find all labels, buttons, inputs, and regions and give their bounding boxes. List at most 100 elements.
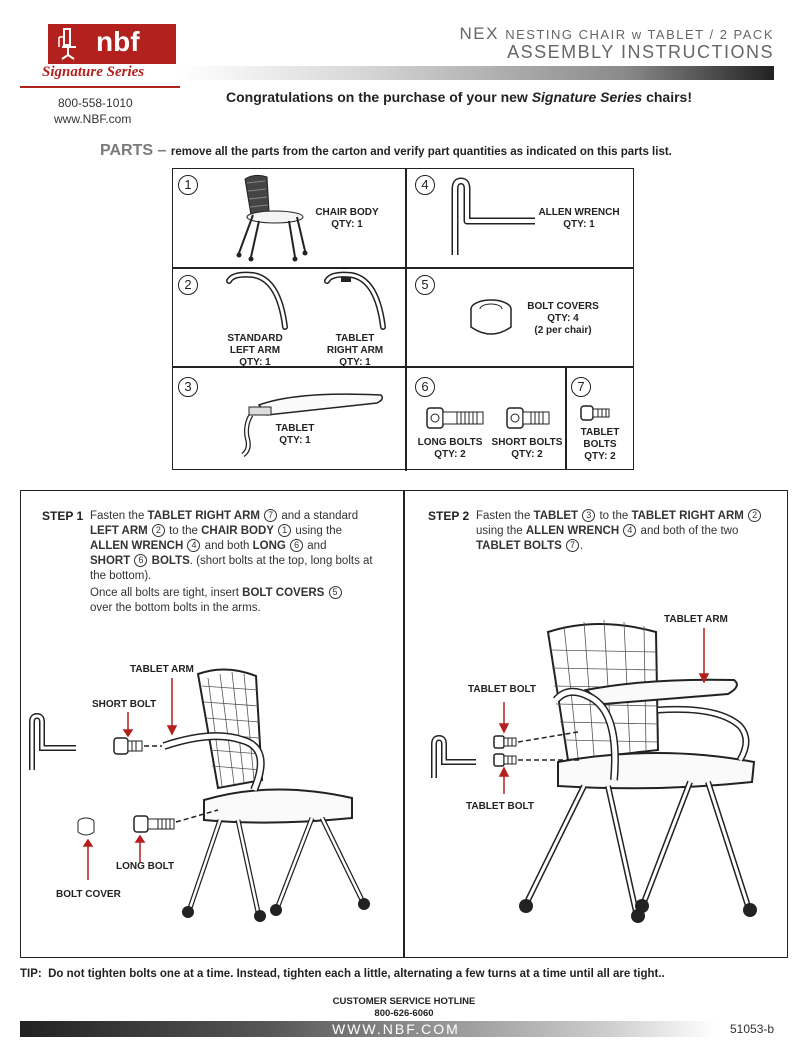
chair-logo-icon [58, 28, 76, 60]
congrats-text-after: chairs! [642, 89, 693, 105]
s2-c3: 4 [623, 524, 637, 537]
parts-dash: – [157, 142, 167, 159]
bolt-cover-icon [470, 299, 512, 335]
s1-b1: TABLET RIGHT ARM [147, 510, 260, 522]
header-website: www.NBF.com [54, 112, 132, 126]
s2-b1: TABLET [533, 510, 579, 522]
s2-t2: to the [596, 510, 632, 522]
step-2-instructions: Fasten the TABLET 3 to the TABLET RIGHT … [476, 509, 776, 554]
logo: nbf Signature Series [20, 24, 180, 84]
s2-callout-tablet-arm: TABLET ARM [664, 614, 728, 625]
steps-frame [20, 490, 788, 958]
product-title-rest: NESTING CHAIR w TABLET / 2 PACK [505, 27, 774, 42]
product-title: NEX NESTING CHAIR w TABLET / 2 PACK [460, 24, 774, 44]
allen-wrench-icon [451, 177, 535, 255]
chair-body-icon [236, 174, 308, 262]
part-number-3: 3 [178, 377, 198, 397]
s1-b8: BOLT COVERS [242, 587, 325, 599]
s2-c4: 7 [566, 539, 580, 552]
part-2a-qty: QTY: 1 [239, 357, 271, 368]
grid-line-h-2 [173, 366, 633, 368]
s1-b5: LONG [252, 540, 286, 552]
steps-divider [403, 491, 405, 957]
s2-b3: ALLEN WRENCH [525, 525, 620, 537]
s1-callout-long-bolt: LONG BOLT [116, 861, 175, 872]
congrats-series: Signature Series [531, 89, 643, 105]
s1-b2: LEFT ARM [90, 525, 148, 537]
s2-t1: Fasten the [476, 510, 534, 522]
header-gradient-bar [180, 66, 774, 80]
s1-t3: to the [165, 525, 202, 537]
step-2-illustration [431, 619, 757, 923]
part-4-qty: QTY: 1 [563, 219, 595, 230]
congrats-text-before: Congratulations on the purchase of your … [226, 89, 532, 105]
part-number-7: 7 [571, 377, 591, 397]
s1-b6: SHORT [90, 555, 131, 567]
s1-t4: using the [292, 525, 342, 537]
header-phone: 800-558-1010 [58, 96, 133, 110]
part-7-name-1: TABLET [580, 427, 620, 438]
product-title-main: NEX [459, 24, 499, 43]
part-5-qty: QTY: 4 [547, 313, 579, 324]
logo-brand: nbf [96, 26, 140, 57]
footer-website: WWW.NBF.COM [332, 1021, 460, 1037]
s2-b2: TABLET RIGHT ARM [631, 510, 744, 522]
part-2a-name-2: LEFT ARM [229, 345, 281, 356]
part-number-2: 2 [178, 275, 198, 295]
tablet-right-arm-icon [324, 271, 386, 330]
tablet-icon [241, 393, 384, 457]
part-number-1: 1 [178, 175, 198, 195]
header-red-rule [20, 86, 180, 88]
document-code: 51053-b [730, 1022, 775, 1036]
s2-callout-tablet-bolt-bottom: TABLET BOLT [466, 801, 534, 812]
s1-t8: the bottom). [90, 570, 152, 582]
s2-c1: 3 [582, 509, 596, 522]
parts-label: PARTS [100, 142, 154, 159]
tip-text: Do not tighten bolts one at a time. Inst… [48, 968, 665, 980]
part-6b-qty: QTY: 2 [511, 449, 543, 460]
part-5-name: BOLT COVERS [527, 301, 599, 312]
part-4-name: ALLEN WRENCH [538, 207, 620, 218]
parts-table: 1 CHAIR BODY QTY: 1 2 STANDARD LEFT ARM … [172, 168, 634, 471]
step-1-illustration [29, 668, 370, 922]
parts-instruction: remove all the parts from the carton and… [170, 146, 672, 158]
grid-line-v-sub [565, 366, 567, 469]
s1-c5: 6 [290, 539, 304, 552]
part-2b-name-2: RIGHT ARM [326, 345, 384, 356]
s1-t5: and both [201, 540, 253, 552]
s1-callout-short-bolt: SHORT BOLT [92, 699, 157, 710]
s1-callout-tablet-arm: TABLET ARM [130, 664, 194, 675]
document-subtitle: ASSEMBLY INSTRUCTIONS [507, 42, 774, 62]
part-6b-name: SHORT BOLTS [491, 437, 563, 448]
s1-callout-bolt-cover: BOLT COVER [56, 889, 121, 900]
step-1-instructions: Fasten the TABLET RIGHT ARM 7 and a stan… [90, 509, 390, 616]
grid-line-h-1 [173, 267, 633, 269]
s1-b4: ALLEN WRENCH [90, 540, 184, 552]
grid-line-v-main [405, 169, 407, 471]
s2-t3: using the [476, 525, 526, 537]
part-3-name: TABLET [275, 423, 315, 434]
part-number-6: 6 [415, 377, 435, 397]
s1-b7: BOLTS [151, 555, 190, 567]
part-7-name-2: BOLTS [583, 439, 617, 450]
s1-c4: 4 [187, 539, 201, 552]
part-6a-name: LONG BOLTS [417, 437, 483, 448]
s2-c2: 2 [748, 509, 762, 522]
part-number-4: 4 [415, 175, 435, 195]
logo-badge: nbf [48, 24, 176, 64]
s1-t10: over the bottom bolts in the arms. [90, 602, 261, 614]
s2-t5: . [580, 540, 584, 552]
s1-t2: and a standard [278, 510, 359, 522]
part-1-name: CHAIR BODY [315, 207, 379, 218]
part-2a-name-1: STANDARD [227, 333, 283, 344]
s1-t7: . (short bolts at the top, long bolts at [189, 555, 373, 567]
parts-heading: PARTS – remove all the parts from the ca… [100, 142, 672, 160]
step-1-label: STEP 1 [42, 509, 84, 523]
left-arm-icon [226, 271, 288, 330]
part-3-qty: QTY: 1 [279, 435, 311, 446]
part-2b-name-1: TABLET [335, 333, 375, 344]
part-7-qty: QTY: 2 [584, 451, 616, 462]
logo-signature: Signature Series [42, 64, 145, 80]
part-5-note: (2 per chair) [534, 325, 592, 336]
s1-t1: Fasten the [90, 510, 148, 522]
